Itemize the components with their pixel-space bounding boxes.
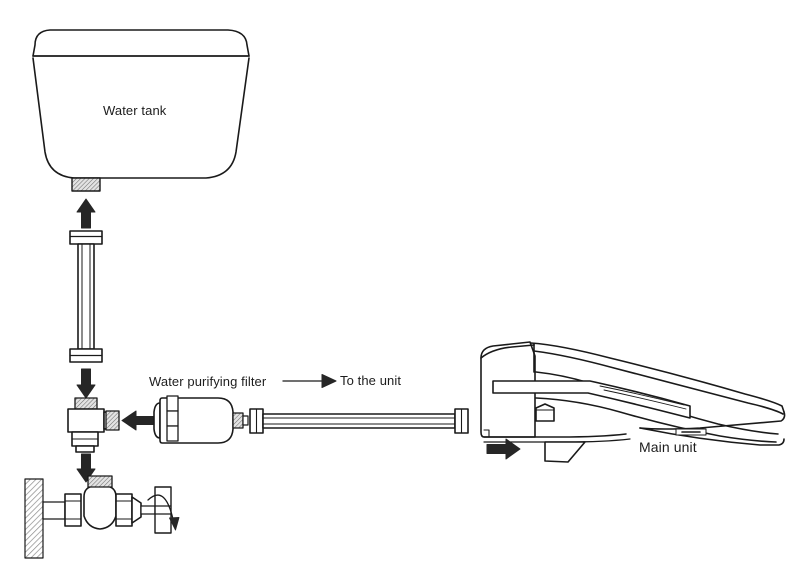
arrow-hose-to-tank [76, 198, 96, 229]
label-water-purifying-filter: Water purifying filter [149, 374, 267, 389]
arrow-hose-to-main-unit [486, 438, 521, 460]
vertical-supply-hose [69, 230, 103, 363]
tank-outlet-port [71, 177, 101, 192]
arrow-hose-to-tee [76, 368, 96, 399]
label-main-unit: Main unit [639, 439, 697, 455]
label-to-the-unit: To the unit [340, 373, 402, 388]
branch-tee-valve [67, 397, 120, 453]
arrow-filter-to-tee [121, 410, 155, 431]
main-unit [480, 341, 786, 463]
label-water-tank: Water tank [103, 103, 167, 118]
wall [24, 478, 44, 559]
arrow-to-the-unit [282, 374, 337, 388]
arrow-handle-rotation [147, 494, 180, 531]
horizontal-supply-hose [249, 408, 469, 434]
water-tank [32, 29, 250, 192]
arrow-tee-to-valve [76, 453, 96, 483]
shutoff-valve [42, 475, 172, 534]
water-purifying-filter [153, 395, 249, 444]
